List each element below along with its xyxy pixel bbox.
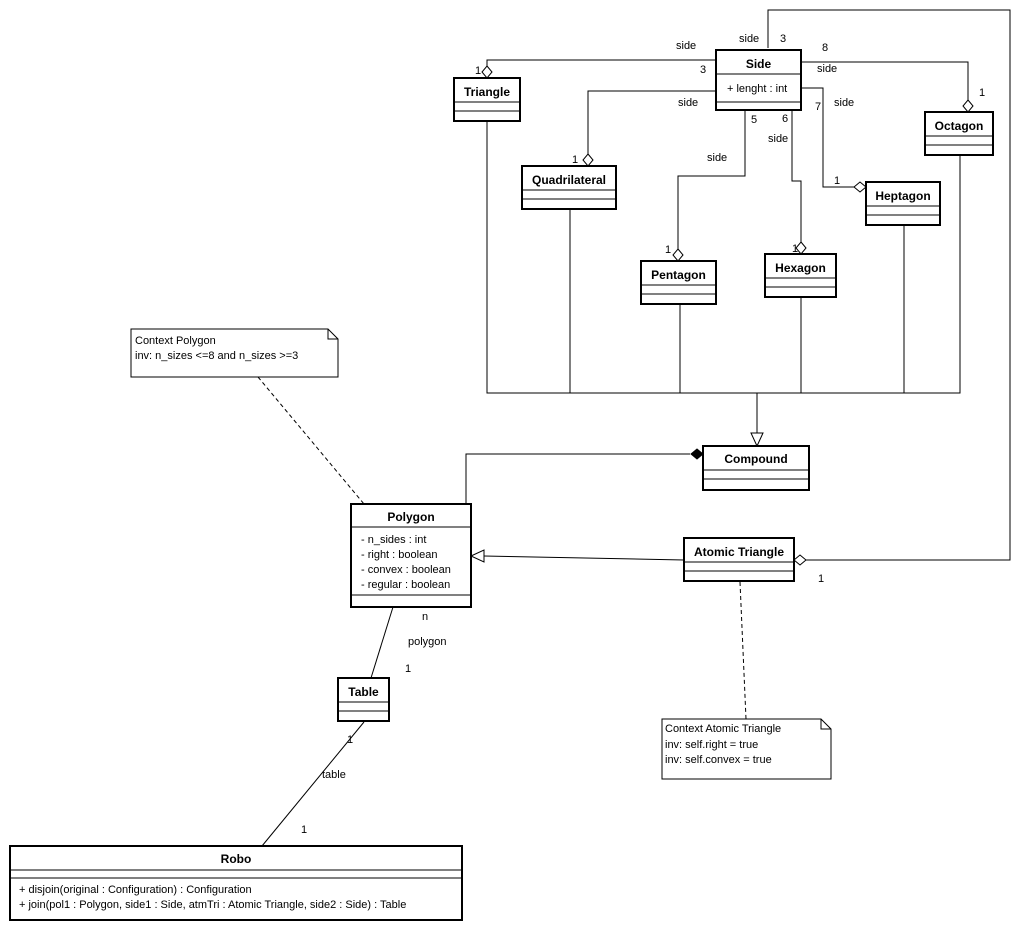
- side-hexagon-aggregation: [791, 110, 802, 242]
- compound-generalization-arrow: [750, 432, 764, 448]
- side-heptagon-aggregation: [801, 87, 854, 188]
- multiplicity-label: 6: [782, 113, 788, 125]
- class-name: Quadrilateral: [532, 173, 606, 187]
- class-octagon[interactable]: Octagon: [924, 111, 994, 156]
- class-atomic-triangle[interactable]: Atomic Triangle: [683, 537, 795, 582]
- heptagon-aggregation-diamond: [853, 181, 867, 193]
- polygon-note-connector: [257, 376, 365, 505]
- multiplicity-label: 1: [979, 87, 985, 99]
- class-triangle[interactable]: Triangle: [453, 77, 521, 122]
- class-operation: + disjoin(original : Configuration) : Co…: [19, 884, 252, 896]
- multiplicity-label: 8: [822, 42, 828, 54]
- multiplicity-label: 1: [405, 663, 411, 675]
- class-attribute: - right : boolean: [361, 549, 437, 561]
- atomic-note-connector: [739, 581, 747, 720]
- role-label: side: [768, 133, 788, 145]
- octagon-aggregation-diamond: [962, 99, 974, 113]
- class-quadrilateral[interactable]: Quadrilateral: [521, 165, 617, 210]
- class-name: Robo: [221, 852, 252, 866]
- class-hexagon[interactable]: Hexagon: [764, 253, 837, 298]
- multiplicity-label: 1: [665, 244, 671, 256]
- multiplicity-label: 1: [834, 175, 840, 187]
- class-side[interactable]: Side + lenght : int: [715, 49, 802, 111]
- class-name: Side: [746, 57, 772, 71]
- role-label: side: [676, 40, 696, 52]
- role-label: side: [834, 97, 854, 109]
- role-label: polygon: [408, 636, 447, 648]
- class-name: Atomic Triangle: [694, 545, 784, 559]
- class-pentagon[interactable]: Pentagon: [640, 260, 717, 305]
- multiplicity-label: n: [422, 611, 428, 623]
- atomic-polygon-generalization: [483, 555, 685, 561]
- class-operation: + join(pol1 : Polygon, side1 : Side, atm…: [19, 899, 406, 911]
- class-attribute: - regular : boolean: [361, 579, 450, 591]
- polygon-compound-composition: [465, 453, 690, 504]
- side-octagon-aggregation: [801, 61, 969, 100]
- pentagon-aggregation-diamond: [672, 248, 684, 262]
- multiplicity-label: 1: [792, 243, 798, 255]
- class-attribute: - convex : boolean: [361, 564, 451, 576]
- class-heptagon[interactable]: Heptagon: [865, 181, 941, 226]
- multiplicity-label: 1: [818, 573, 824, 585]
- class-name: Octagon: [935, 119, 984, 133]
- multiplicity-label: 1: [301, 824, 307, 836]
- polygon-table-association: [370, 606, 394, 679]
- side-quadrilateral-aggregation: [587, 90, 716, 154]
- quadrilateral-aggregation-diamond: [582, 153, 594, 167]
- class-name: Compound: [724, 452, 787, 466]
- role-label: table: [322, 769, 346, 781]
- class-name: Table: [348, 685, 379, 699]
- generalization-tree: [486, 121, 961, 394]
- class-name: Pentagon: [651, 268, 706, 282]
- note-line: Context Polygon: [135, 335, 216, 347]
- note-line: Context Atomic Triangle: [665, 723, 781, 735]
- note-line: inv: n_sizes <=8 and n_sizes >=3: [135, 350, 298, 362]
- role-label: side: [707, 152, 727, 164]
- class-robo[interactable]: Robo + disjoin(original : Configuration)…: [9, 845, 463, 921]
- table-robo-association: [261, 721, 365, 847]
- composition-diamond: [690, 448, 704, 460]
- class-name: Triangle: [464, 85, 510, 99]
- class-name: Heptagon: [875, 189, 930, 203]
- polygon-generalization-arrow: [469, 549, 485, 563]
- class-attribute: - n_sides : int: [361, 534, 426, 546]
- multiplicity-label: 7: [815, 101, 821, 113]
- role-label: side: [817, 63, 837, 75]
- note-line: inv: self.right = true: [665, 739, 758, 751]
- triangle-aggregation-diamond: [481, 65, 493, 79]
- class-compound[interactable]: Compound: [702, 445, 810, 491]
- note-line: inv: self.convex = true: [665, 754, 772, 766]
- note-context-polygon[interactable]: Context Polygon inv: n_sizes <=8 and n_s…: [130, 328, 339, 378]
- multiplicity-label: 1: [475, 65, 481, 77]
- side-atomic-aggregation: [767, 9, 1011, 561]
- class-attribute: + lenght : int: [727, 83, 787, 95]
- class-table[interactable]: Table: [337, 677, 390, 722]
- multiplicity-label: 1: [347, 734, 353, 746]
- atomic-aggregation-diamond: [793, 554, 807, 566]
- side-triangle-aggregation: [486, 59, 716, 66]
- note-context-atomic-triangle[interactable]: Context Atomic Triangle inv: self.right …: [661, 718, 832, 780]
- multiplicity-label: 1: [572, 154, 578, 166]
- multiplicity-label: 5: [751, 114, 757, 126]
- role-label: side: [678, 97, 698, 109]
- multiplicity-label: 3: [780, 33, 786, 45]
- class-polygon[interactable]: Polygon - n_sides : int - right : boolea…: [350, 503, 472, 608]
- multiplicity-label: 3: [700, 64, 706, 76]
- role-label: side: [739, 33, 759, 45]
- class-name: Polygon: [387, 510, 434, 524]
- side-pentagon-aggregation: [677, 110, 746, 249]
- class-name: Hexagon: [775, 261, 826, 275]
